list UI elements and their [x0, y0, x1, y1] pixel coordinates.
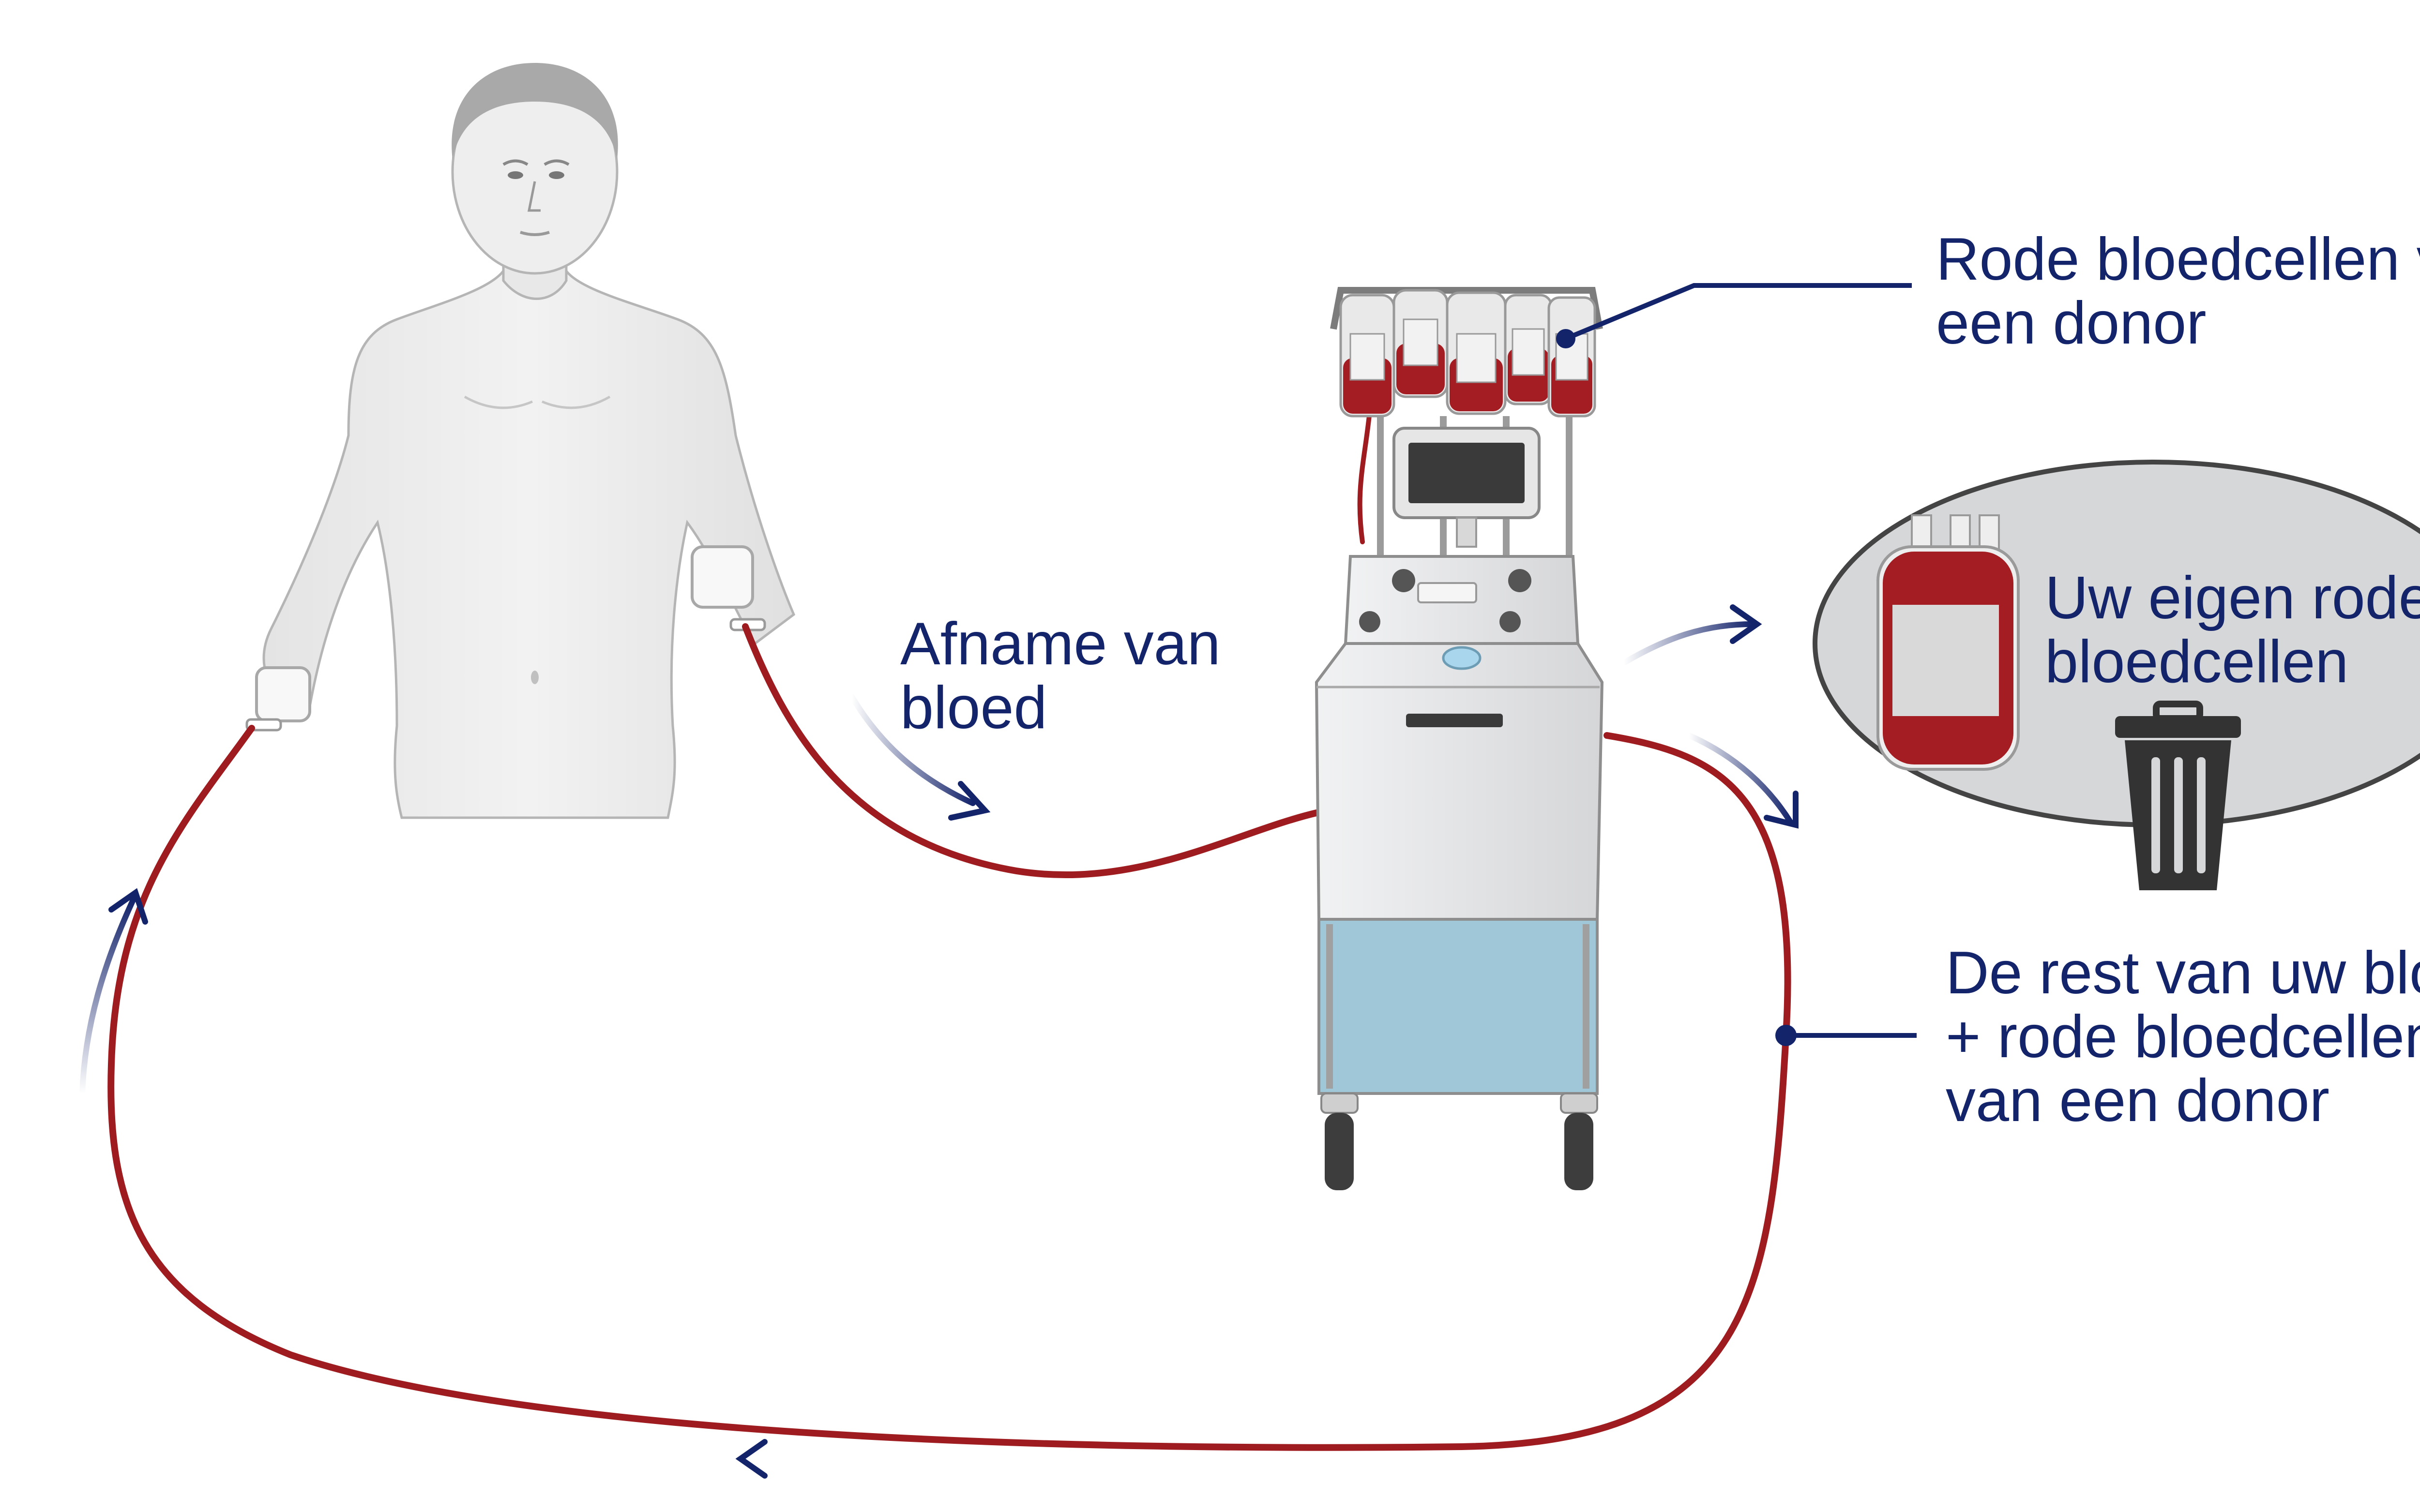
donor-rbc-label-line-1: Rode bloedcellen van [1936, 226, 2420, 293]
return-mix-label-line-3: van een donor [1946, 1067, 2329, 1134]
own-rbc-label-line-1: Uw eigen rode [2045, 565, 2420, 631]
return-mix-label-line-1: De rest van uw bloed [1946, 940, 2420, 1006]
blood-draw-label-line-2: bloed [900, 674, 1047, 741]
leader-dot [1556, 329, 1575, 348]
discard-bubble [1813, 460, 2420, 890]
donor-rbc-label: Rode bloedcellen van een donor [1936, 227, 2420, 355]
return-tube [107, 725, 1791, 1451]
donor-rbc-label-line-2: een donor [1936, 290, 2207, 357]
draw-arrow-icon [849, 694, 976, 806]
tube-junction-dot [1775, 1025, 1797, 1046]
own-rbc-label-line-2: bloedcellen [2045, 629, 2349, 695]
own-rbc-label: Uw eigen rode bloedcellen [2045, 566, 2420, 694]
trash-bin-icon [2115, 701, 2241, 890]
apheresis-machine-icon [1315, 287, 1604, 1190]
upward-arrow-icon [79, 897, 136, 1096]
blood-draw-label-line-1: Afname van [900, 611, 1221, 677]
blood-bag-icon [1876, 514, 2020, 771]
discard-arrow-icon [1621, 621, 1755, 666]
return-mix-label-line-2: + rode bloedcellen [1946, 1003, 2420, 1070]
flow-arrows [79, 604, 1799, 1479]
return-arrow-icon [1686, 733, 1794, 825]
blood-draw-label: Afname van bloed [900, 612, 1221, 740]
donor-blood-bags [1339, 289, 1596, 418]
return-mix-label: De rest van uw bloed + rode bloedcellen … [1946, 941, 2420, 1133]
donor-rbc-leader [1565, 283, 1912, 341]
blood-tubing [107, 409, 1791, 1451]
draw-tube [742, 623, 1320, 878]
patient-figure-icon [245, 63, 796, 819]
